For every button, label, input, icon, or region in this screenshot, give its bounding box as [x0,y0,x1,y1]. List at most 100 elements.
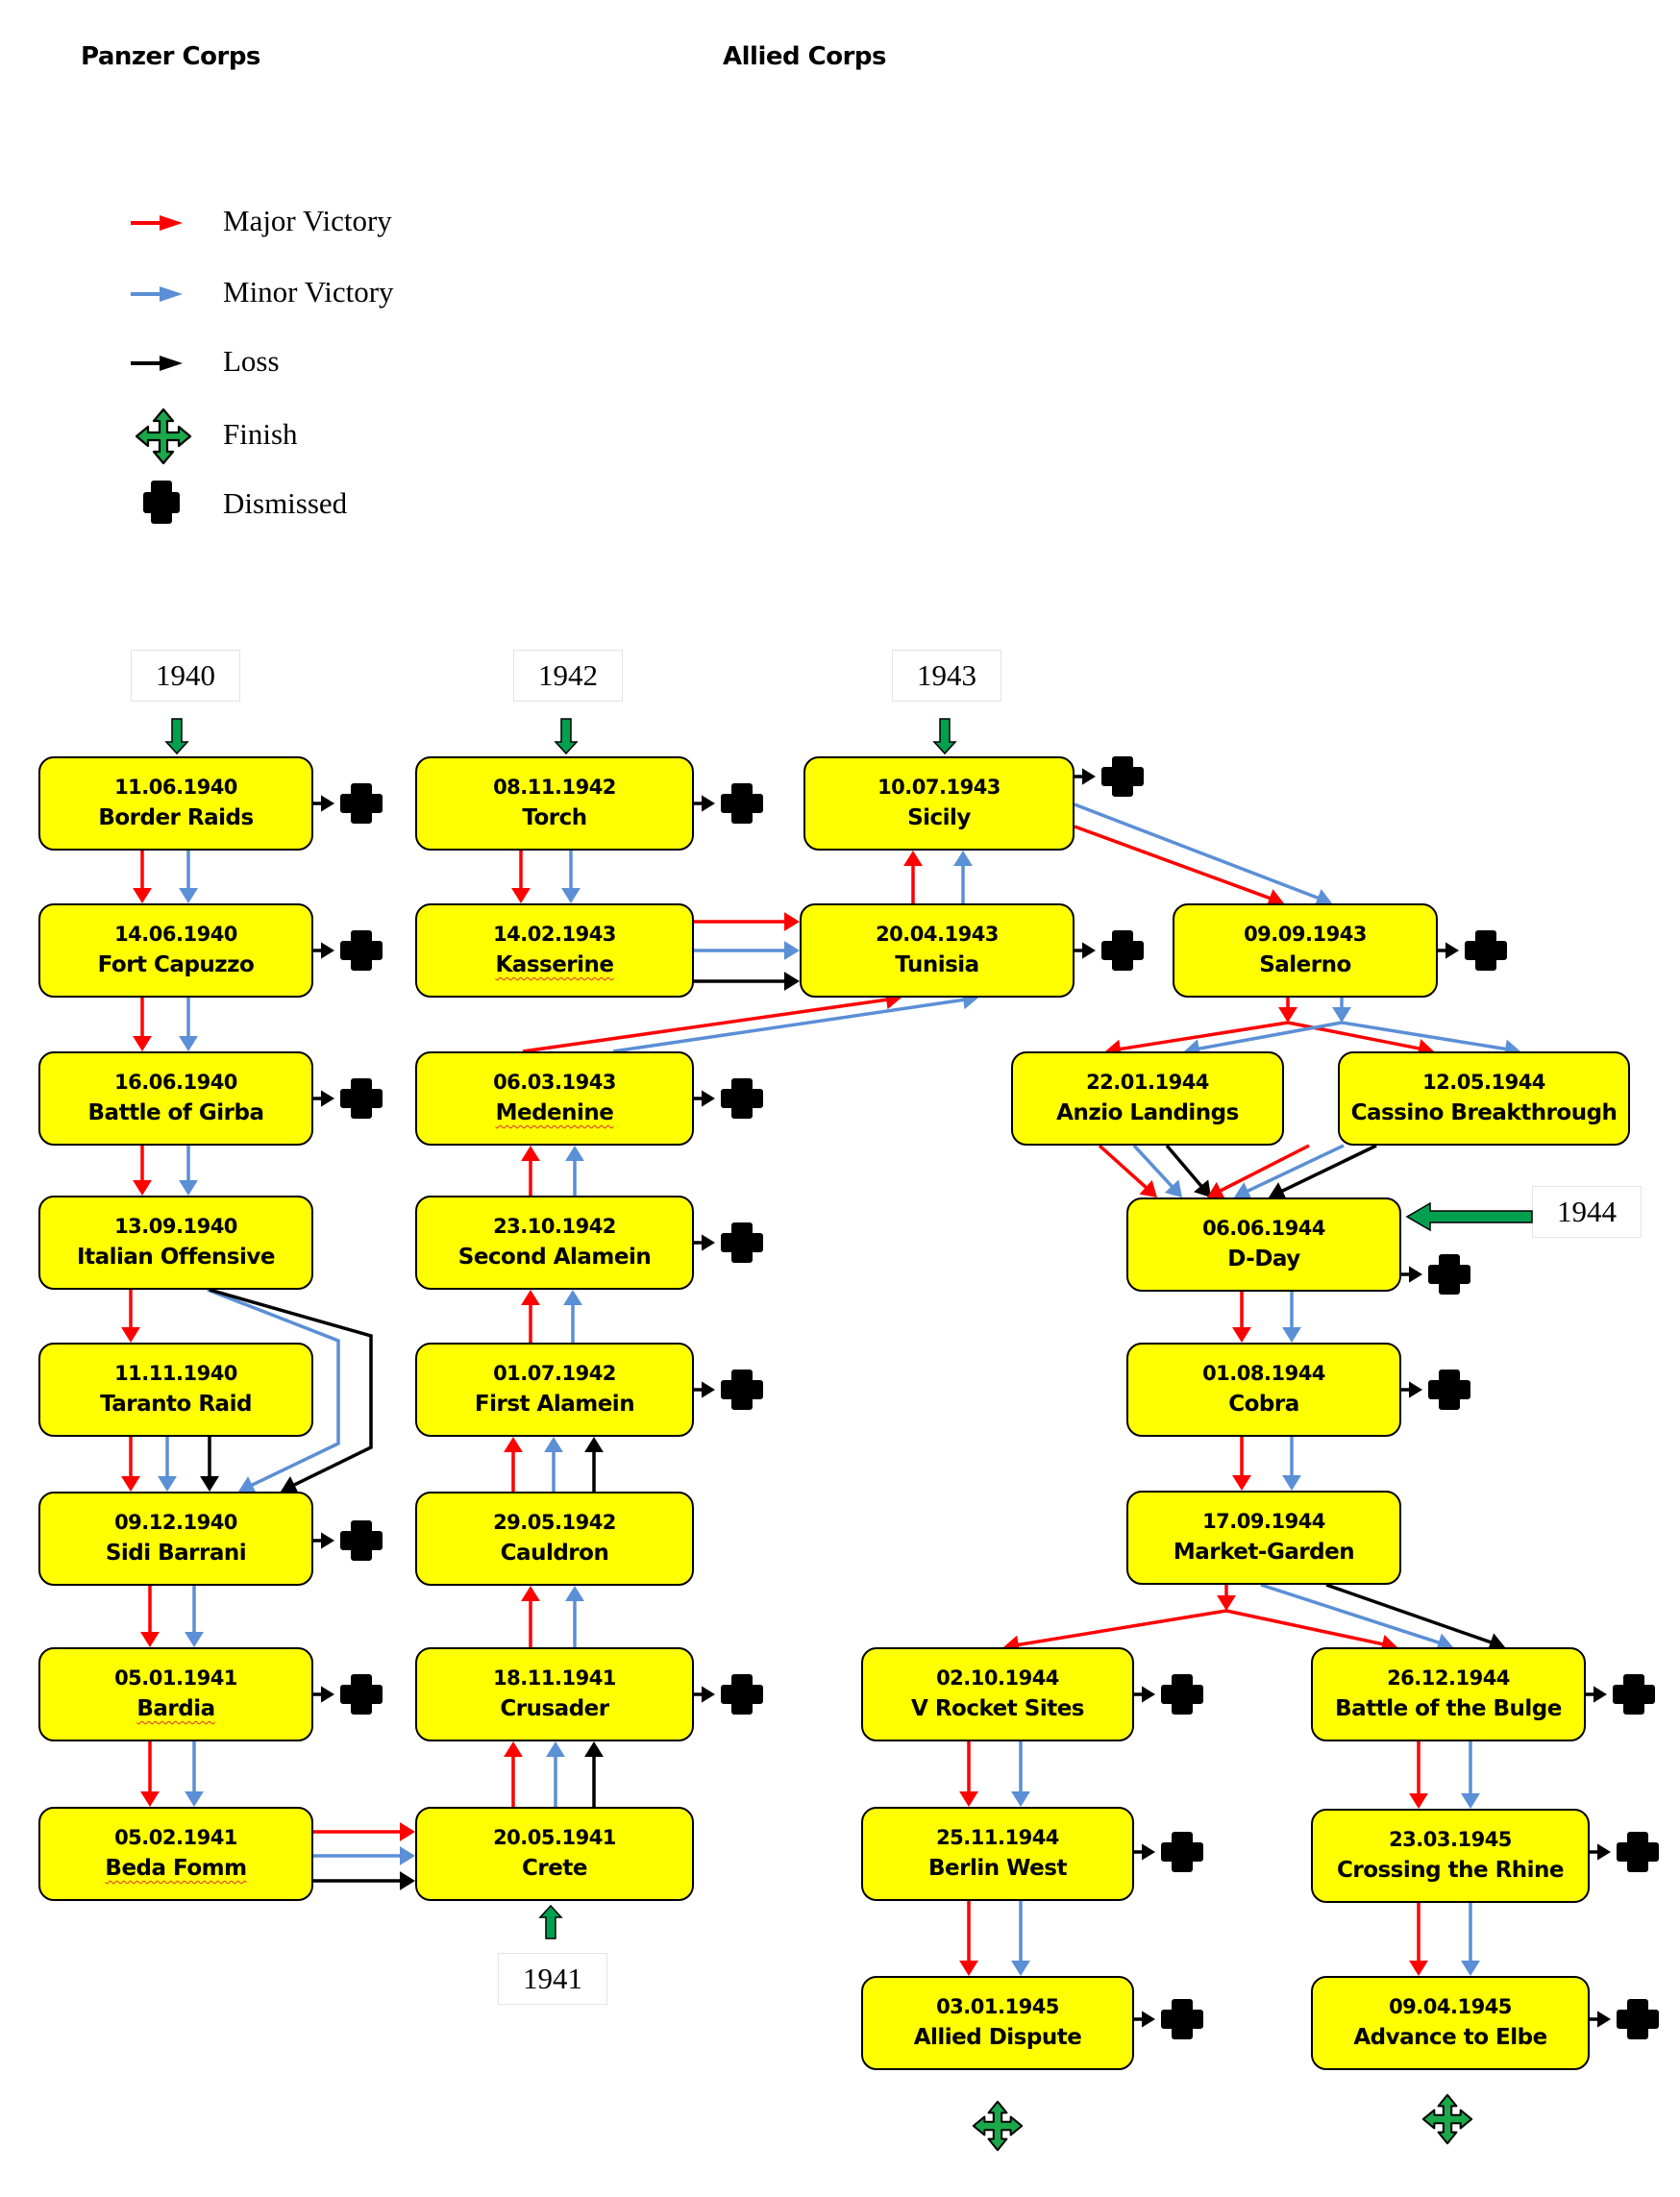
finish-icon [1421,2093,1473,2145]
arrow-head [1142,2011,1155,2028]
node-name: Fort Capuzzo [97,952,255,977]
node-name: Market-Garden [1173,1540,1355,1565]
node-berlin-west[interactable]: 25.11.1944 Berlin West [861,1807,1134,1901]
arrow-head [179,1036,198,1051]
arrow-head [179,888,198,903]
node-crossing-the-rhine[interactable]: 23.03.1945 Crossing the Rhine [1311,1809,1590,1903]
arrow-head [544,1437,563,1452]
arrow-head [1164,1179,1182,1197]
node-date: 11.06.1940 [114,776,237,799]
arrow-head [702,1381,715,1398]
arrow-head [1445,942,1459,959]
node-kasserine[interactable]: 14.02.1943 Kasserine [415,903,694,998]
arrow-head [1082,768,1096,785]
allied-corps-header: Allied Corps [723,42,887,71]
node-date: 09.09.1943 [1244,923,1367,946]
node-first-alamein[interactable]: 01.07.1942 First Alamein [415,1343,694,1437]
year-label-1944: 1944 [1532,1186,1642,1238]
node-battle-of-the-bulge[interactable]: 26.12.1944 Battle of the Bulge [1311,1647,1586,1741]
dismissed-icon [1465,930,1507,971]
arrow-head [504,1741,523,1757]
dismissed-icon [340,783,383,824]
node-medenine[interactable]: 06.03.1943 Medenine [415,1051,694,1146]
node-crete[interactable]: 20.05.1941 Crete [415,1807,694,1901]
panzer-corps-header: Panzer Corps [81,42,260,71]
node-fort-capuzzo[interactable]: 14.06.1940 Fort Capuzzo [38,903,313,998]
node-crusader[interactable]: 18.11.1941 Crusader [415,1647,694,1741]
arrow-major [1074,825,1276,902]
dismissed-icon [340,1520,383,1561]
node-date: 23.10.1942 [493,1215,616,1238]
arrow-head [321,1686,334,1703]
arrow-head [959,1961,978,1976]
node-sidi-barrani[interactable]: 09.12.1940 Sidi Barrani [38,1492,313,1586]
dismissed-icon [1161,1999,1203,2039]
node-market-garden[interactable]: 17.09.1944 Market-Garden [1126,1491,1401,1585]
black-cross-icon [143,481,180,524]
node-bardia[interactable]: 05.01.1941 Bardia [38,1647,313,1741]
node-advance-to-elbe[interactable]: 09.04.1945 Advance to Elbe [1311,1976,1590,2070]
dismissed-icon [1617,1832,1659,1872]
arrow-major [1114,1021,1289,1052]
arrow-head [584,1437,604,1452]
year-label-1942: 1942 [513,650,623,702]
arrow-head [321,1532,334,1549]
node-allied-dispute[interactable]: 03.01.1945 Allied Dispute [861,1976,1134,2070]
arrow-head [1461,1793,1480,1809]
finish-icon [972,2100,1024,2152]
arrow-minor [612,997,970,1053]
arrow-head [140,1632,160,1647]
node-name: Cobra [1228,1392,1299,1417]
node-sicily[interactable]: 10.07.1943 Sicily [803,756,1075,851]
arrow-head [1409,1961,1428,1976]
arrow-head [511,888,531,903]
node-date: 11.11.1940 [114,1362,237,1385]
arrow-head [185,1632,204,1647]
node-salerno[interactable]: 09.09.1943 Salerno [1173,903,1438,998]
node-name: Beda Fomm [105,1856,247,1881]
dismissed-icon [340,930,383,971]
node-name: Tunisia [895,952,979,977]
arrow-major [1012,1609,1227,1648]
node-italian-offensive[interactable]: 13.09.1940 Italian Offensive [38,1196,313,1290]
arrow-head [1409,1381,1422,1398]
node-border-raids[interactable]: 11.06.1940 Border Raids [38,756,313,851]
legend-label: Dismissed [223,486,348,520]
node-v-rocket-sites[interactable]: 02.10.1944 V Rocket Sites [861,1647,1134,1741]
arrow-head [1409,1266,1422,1283]
node-d-day[interactable]: 06.06.1944 D-Day [1126,1197,1401,1292]
node-date: 13.09.1940 [114,1215,237,1238]
node-date: 18.11.1941 [493,1666,616,1690]
node-battle-of-girba[interactable]: 16.06.1940 Battle of Girba [38,1051,313,1146]
node-date: 01.07.1942 [493,1362,616,1385]
arrow-head [1597,2011,1611,2028]
year-label-1941: 1941 [498,1953,607,2005]
arrow-head [784,972,800,991]
node-torch[interactable]: 08.11.1942 Torch [415,756,694,851]
arrow-major [1287,1021,1425,1051]
node-cassino-breakthrough[interactable]: 12.05.1944 Cassino Breakthrough [1338,1051,1630,1146]
node-date: 25.11.1944 [936,1826,1059,1849]
arrow-major [1215,1144,1310,1196]
start-arrow-icon [554,718,579,755]
node-name: Cassino Breakthrough [1350,1100,1618,1125]
node-date: 08.11.1942 [493,776,616,799]
legend-label: Finish [223,417,298,451]
dismissed-icon [1101,930,1144,971]
arrow-head [1282,1475,1301,1491]
node-cobra[interactable]: 01.08.1944 Cobra [1126,1343,1401,1437]
node-second-alamein[interactable]: 23.10.1942 Second Alamein [415,1196,694,1290]
node-name: First Alamein [474,1392,635,1417]
arrow-head [133,1180,152,1196]
node-beda-fomm[interactable]: 05.02.1941 Beda Fomm [38,1807,313,1901]
node-taranto-raid[interactable]: 11.11.1940 Taranto Raid [38,1343,313,1437]
arrow-minor [1242,1144,1345,1196]
node-date: 06.06.1944 [1202,1217,1325,1240]
node-name: V Rocket Sites [911,1696,1084,1721]
arrow-head [1207,1181,1225,1199]
node-anzio-landings[interactable]: 22.01.1944 Anzio Landings [1011,1051,1284,1146]
arrow-head [563,1290,582,1305]
node-tunisia[interactable]: 20.04.1943 Tunisia [800,903,1075,998]
node-cauldron[interactable]: 29.05.1942 Cauldron [415,1492,694,1586]
node-date: 05.01.1941 [114,1666,237,1690]
